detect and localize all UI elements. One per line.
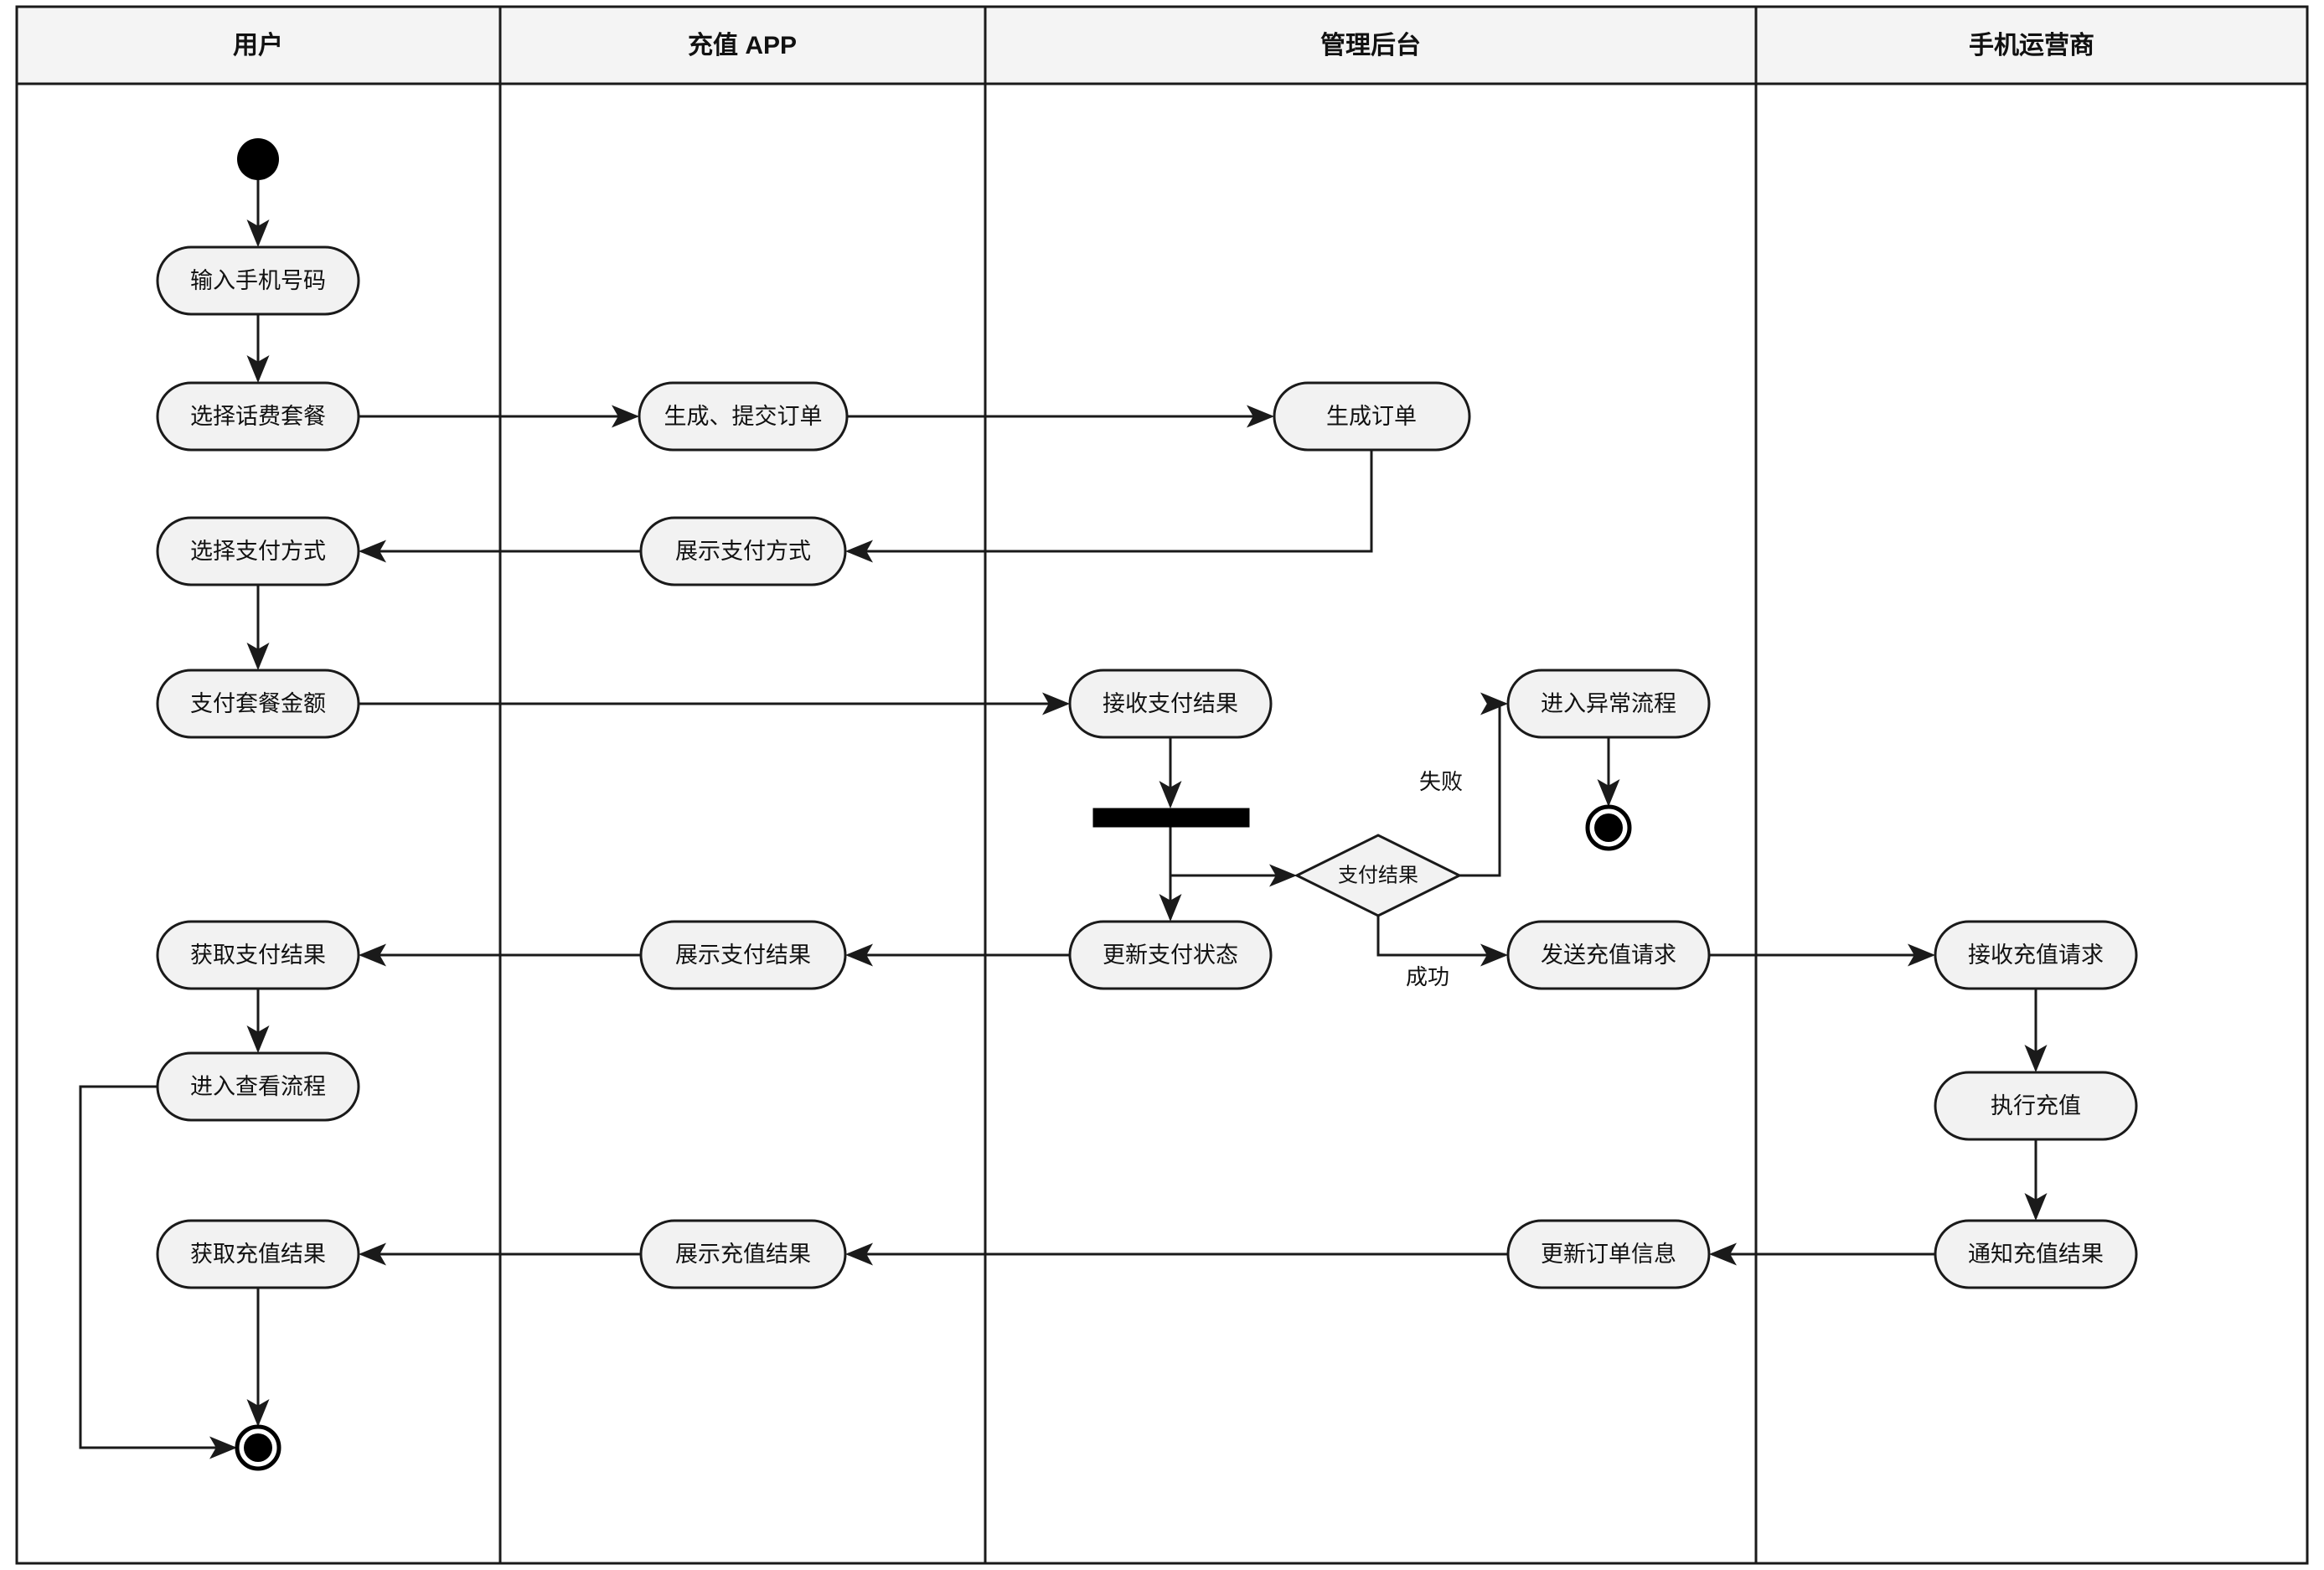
action-shape: [156, 245, 360, 316]
node-pay-amount[interactable]: 支付套餐金额: [156, 669, 360, 739]
node-final-error: [1585, 804, 1632, 851]
node-select-plan[interactable]: 选择话费套餐: [156, 381, 360, 452]
edge-enter-view-flow-to-final: [79, 1085, 237, 1459]
node-receive-recharge-request[interactable]: 接收充值请求: [1934, 920, 2138, 990]
decision-label: 支付结果: [1338, 864, 1418, 886]
action-shape: [156, 669, 360, 739]
action-shape: [1934, 1219, 2138, 1289]
action-label: 通知充值结果: [1968, 1242, 2104, 1267]
action-shape: [1068, 669, 1273, 739]
final-node-core-icon: [244, 1433, 272, 1462]
action-label: 进入异常流程: [1541, 691, 1676, 716]
action-label: 展示支付结果: [675, 943, 811, 968]
node-enter-view-flow[interactable]: 进入查看流程: [156, 1051, 360, 1122]
node-update-order-info[interactable]: 更新订单信息: [1506, 1219, 1711, 1289]
node-fork-bar: [1092, 808, 1250, 828]
node-execute-recharge[interactable]: 执行充值: [1934, 1071, 2138, 1141]
node-create-order[interactable]: 生成订单: [1273, 381, 1471, 452]
node-final-main: [235, 1424, 281, 1471]
action-label: 获取支付结果: [190, 943, 326, 968]
action-shape: [639, 516, 847, 586]
action-label: 进入查看流程: [190, 1074, 326, 1099]
action-shape: [1506, 920, 1711, 990]
edge-decision-fail-to-exception-flow: [1459, 692, 1508, 877]
action-label: 选择话费套餐: [190, 404, 326, 429]
node-choose-payment-method[interactable]: 选择支付方式: [156, 516, 360, 586]
node-exception-flow[interactable]: 进入异常流程: [1506, 669, 1711, 739]
action-shape: [1934, 920, 2138, 990]
action-label: 生成、提交订单: [664, 404, 823, 429]
action-shape: [1506, 669, 1711, 739]
node-notify-recharge-result[interactable]: 通知充值结果: [1934, 1219, 2138, 1289]
fork-bar-shape: [1092, 808, 1250, 828]
node-submit-order[interactable]: 生成、提交订单: [638, 381, 849, 452]
action-shape: [156, 381, 360, 452]
action-label: 展示支付方式: [675, 539, 811, 564]
action-shape: [156, 1051, 360, 1122]
lane-title-backend: 管理后台: [1320, 31, 1421, 59]
action-shape: [1273, 381, 1471, 452]
action-label: 更新支付状态: [1103, 943, 1238, 968]
node-receive-payment-result[interactable]: 接收支付结果: [1068, 669, 1273, 739]
node-show-recharge-result[interactable]: 展示充值结果: [639, 1219, 847, 1289]
lane-header-app: [498, 5, 987, 85]
action-label: 生成订单: [1326, 404, 1417, 429]
lane-title-app: 充值 APP: [688, 32, 797, 59]
decision-diamond-shape: [1294, 834, 1463, 917]
edge-decision-success-to-send-recharge: [1376, 916, 1508, 967]
lane-title-carrier: 手机运营商: [1969, 32, 2094, 59]
action-label: 支付套餐金额: [190, 691, 326, 716]
action-label: 接收支付结果: [1103, 691, 1238, 716]
action-label: 选择支付方式: [190, 539, 326, 564]
node-start: [237, 138, 279, 180]
node-payment-result-decision[interactable]: 支付结果: [1294, 834, 1463, 917]
action-label: 更新订单信息: [1541, 1242, 1676, 1267]
lane-header-backend: [984, 5, 1758, 85]
node-send-recharge-request[interactable]: 发送充值请求: [1506, 920, 1711, 990]
action-shape: [639, 1219, 847, 1289]
action-label: 发送充值请求: [1541, 943, 1676, 968]
node-input-phone[interactable]: 输入手机号码: [156, 245, 360, 316]
action-shape: [1068, 920, 1273, 990]
node-show-payment-methods[interactable]: 展示支付方式: [639, 516, 847, 586]
lane-header-user: [15, 5, 502, 85]
action-shape: [639, 920, 847, 990]
action-shape: [156, 920, 360, 990]
initial-node-icon: [237, 138, 279, 180]
node-get-recharge-result[interactable]: 获取充值结果: [156, 1219, 360, 1289]
flow-edges: [79, 180, 2048, 1459]
action-label: 输入手机号码: [190, 268, 326, 293]
edge-label-success: 成功: [1406, 964, 1449, 989]
lane-title-user: 用户: [233, 32, 283, 59]
action-shape: [156, 516, 360, 586]
lane-header-carrier: [1754, 5, 2309, 85]
swimlane-frame: [15, 5, 2309, 1565]
edge-label-fail: 失败: [1419, 769, 1463, 794]
action-shape: [638, 381, 849, 452]
edge-create-order-to-show-payment-methods: [845, 450, 1373, 563]
action-shape: [156, 1219, 360, 1289]
node-show-payment-result[interactable]: 展示支付结果: [639, 920, 847, 990]
action-label: 展示充值结果: [675, 1242, 811, 1267]
action-label: 获取充值结果: [190, 1242, 326, 1267]
node-update-payment-status[interactable]: 更新支付状态: [1068, 920, 1273, 990]
action-shape: [1934, 1071, 2138, 1141]
final-node-core-icon: [1594, 813, 1623, 842]
action-shape: [1506, 1219, 1711, 1289]
node-get-payment-result[interactable]: 获取支付结果: [156, 920, 360, 990]
action-label: 执行充值: [1991, 1093, 2081, 1118]
action-label: 接收充值请求: [1968, 943, 2104, 968]
